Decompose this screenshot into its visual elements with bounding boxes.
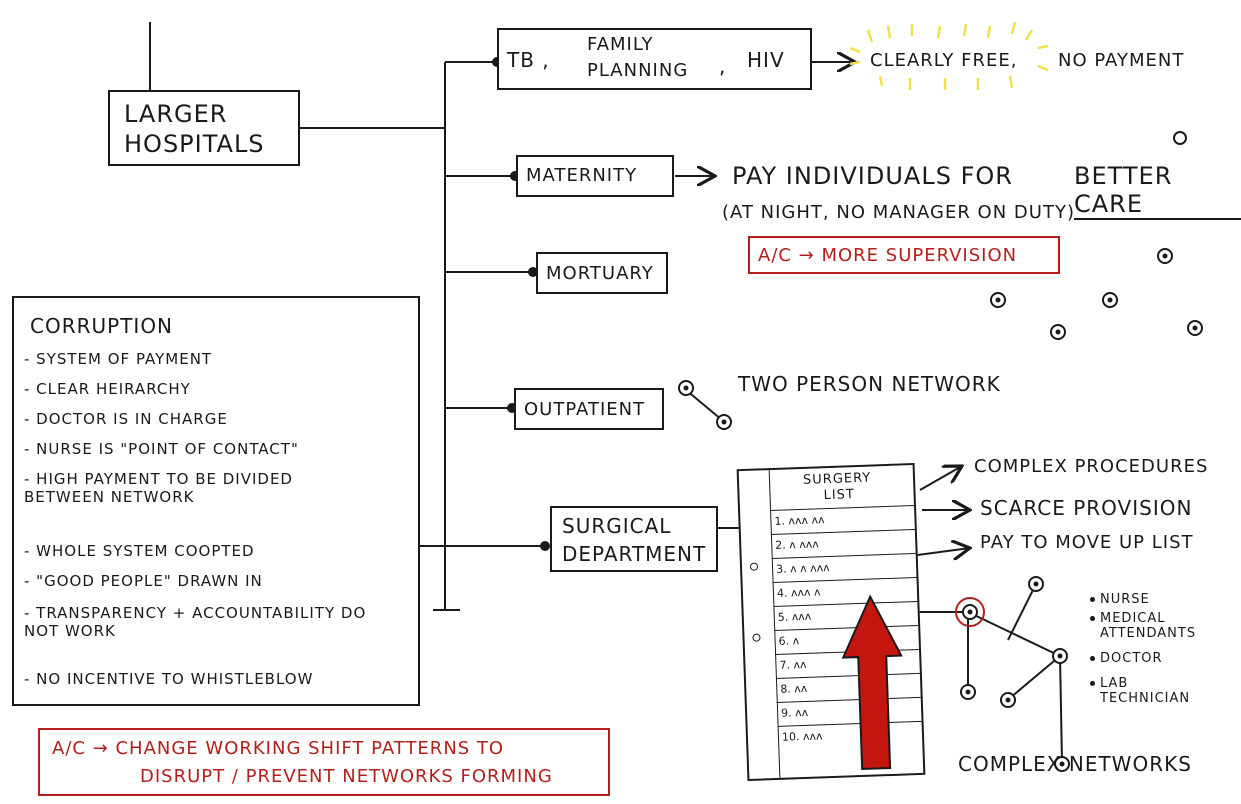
maternity-box: MATERNITY bbox=[516, 155, 674, 197]
mortuary-box: MORTUARY bbox=[536, 252, 668, 294]
no-payment-text: NO PAYMENT bbox=[1058, 50, 1185, 71]
shift-patterns-action: A/C → CHANGE WORKING SHIFT PATTERNS TO D… bbox=[38, 728, 610, 796]
bullet-icon bbox=[1090, 616, 1095, 621]
legend-item-medical-attendants: MEDICAL ATTENDANTS bbox=[1090, 611, 1220, 641]
complex-procedures-text: COMPLEX PROCEDURES bbox=[974, 456, 1209, 477]
corruption-item: - WHOLE SYSTEM COOPTED bbox=[24, 542, 255, 560]
family-label: FAMILY bbox=[587, 34, 654, 55]
legend-text: DOCTOR bbox=[1100, 651, 1163, 666]
legend-text: NURSE bbox=[1100, 592, 1150, 607]
corruption-item: - CLEAR HEIRARCHY bbox=[24, 380, 191, 398]
corruption-title: CORRUPTION bbox=[30, 314, 174, 338]
tb-family-planning-hiv-box: TB , FAMILY PLANNING , HIV bbox=[497, 28, 812, 90]
corruption-item: - SYSTEM OF PAYMENT bbox=[24, 350, 213, 368]
comma-label: , bbox=[719, 54, 727, 78]
maternity-note: (AT NIGHT, NO MANAGER ON DUTY) bbox=[722, 202, 1075, 223]
outpatient-box: OUTPATIENT bbox=[514, 388, 664, 430]
surgical-line1: SURGICAL bbox=[562, 514, 672, 538]
hiv-label: HIV bbox=[747, 48, 785, 72]
two-person-network-text: TWO PERSON NETWORK bbox=[738, 372, 1001, 396]
surgery-list-title-1: SURGERY bbox=[802, 470, 872, 488]
corruption-box: CORRUPTION - SYSTEM OF PAYMENT - CLEAR H… bbox=[12, 296, 420, 706]
outpatient-label: OUTPATIENT bbox=[524, 399, 646, 420]
more-supervision-text: A/C → MORE SUPERVISION bbox=[758, 245, 1018, 266]
legend-item-lab-technician: LAB TECHNICIAN bbox=[1090, 676, 1200, 706]
red-up-arrow-icon bbox=[841, 594, 903, 771]
clearly-free-text: CLEARLY FREE, bbox=[870, 50, 1018, 71]
list-hole-icon bbox=[752, 633, 761, 642]
tb-label: TB , bbox=[507, 48, 550, 72]
legend-text: LAB TECHNICIAN bbox=[1100, 676, 1191, 706]
action-line1: A/C → CHANGE WORKING SHIFT PATTERNS TO bbox=[52, 738, 505, 759]
mortuary-label: MORTUARY bbox=[546, 263, 654, 284]
legend-item-nurse: NURSE bbox=[1090, 592, 1240, 607]
larger-hospitals-line2: HOSPITALS bbox=[124, 130, 265, 158]
bullet-icon bbox=[1090, 597, 1095, 602]
larger-hospitals-box: LARGER HOSPITALS bbox=[108, 90, 300, 166]
larger-hospitals-line1: LARGER bbox=[124, 100, 228, 128]
list-hole-icon bbox=[749, 562, 759, 571]
corruption-item: - DOCTOR IS IN CHARGE bbox=[24, 410, 228, 428]
legend-item-doctor: DOCTOR bbox=[1090, 651, 1240, 666]
network-legend: NURSE MEDICAL ATTENDANTS DOCTOR LAB TECH… bbox=[1090, 592, 1240, 706]
surgical-line2: DEPARTMENT bbox=[562, 542, 707, 566]
bullet-icon bbox=[1090, 681, 1095, 686]
planning-label: PLANNING bbox=[587, 60, 689, 81]
more-supervision-action: A/C → MORE SUPERVISION bbox=[748, 236, 1060, 274]
corruption-item: - HIGH PAYMENT TO BE DIVIDED BETWEEN NET… bbox=[24, 470, 293, 506]
bullet-icon bbox=[1090, 656, 1095, 661]
corruption-item: - NURSE IS "POINT OF CONTACT" bbox=[24, 440, 299, 458]
pay-individuals-text: PAY INDIVIDUALS FOR bbox=[732, 162, 1013, 190]
corruption-item: - TRANSPARENCY + ACCOUNTABILITY DO NOT W… bbox=[24, 604, 367, 640]
surgery-list: SURGERY LIST 1. ᴧᴧᴧ ᴧᴧ 2. ᴧ ᴧᴧᴧ 3. ᴧ ᴧ ᴧ… bbox=[736, 462, 926, 782]
corruption-item: - NO INCENTIVE TO WHISTLEBLOW bbox=[24, 670, 314, 688]
pay-to-move-up-text: PAY TO MOVE UP LIST bbox=[980, 532, 1194, 553]
surgical-department-box: SURGICAL DEPARTMENT bbox=[550, 506, 718, 572]
maternity-label: MATERNITY bbox=[526, 165, 638, 186]
corruption-item: - "GOOD PEOPLE" DRAWN IN bbox=[24, 572, 263, 590]
scarce-provision-text: SCARCE PROVISION bbox=[980, 496, 1193, 520]
surgery-list-title-2: LIST bbox=[823, 487, 856, 504]
complex-networks-caption: COMPLEX NETWORKS bbox=[958, 752, 1192, 776]
better-care-text: BETTER CARE bbox=[1074, 162, 1241, 220]
surgery-list-rows: 1. ᴧᴧᴧ ᴧᴧ 2. ᴧ ᴧᴧᴧ 3. ᴧ ᴧ ᴧᴧᴧ 4. ᴧᴧᴧ ᴧ 5… bbox=[770, 505, 923, 750]
action-line2: DISRUPT / PREVENT NETWORKS FORMING bbox=[140, 766, 553, 787]
legend-text: MEDICAL ATTENDANTS bbox=[1100, 611, 1197, 641]
